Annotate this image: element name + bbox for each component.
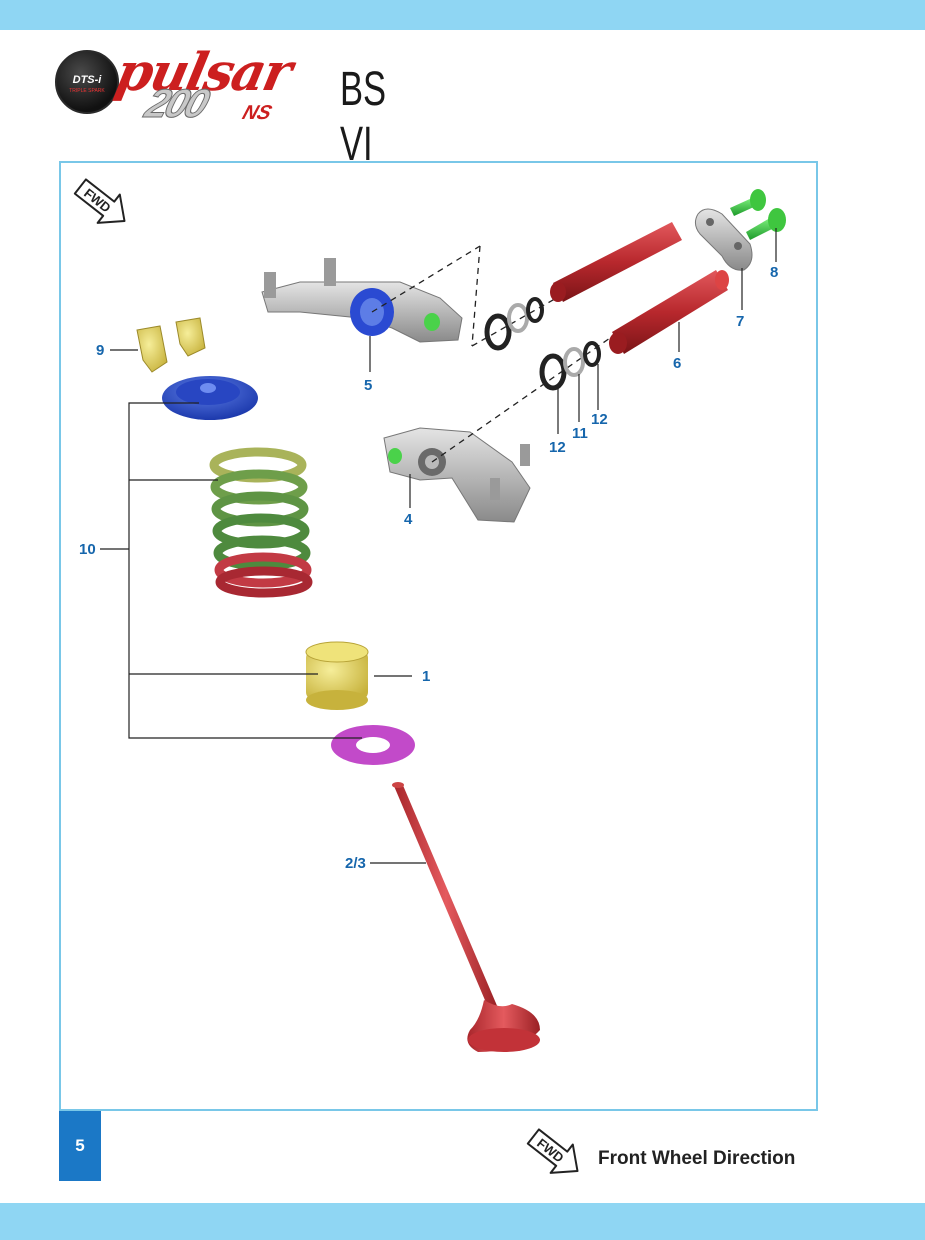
valve-tappet	[305, 641, 369, 710]
fwd-legend-text: Front Wheel Direction	[598, 1148, 796, 1169]
badge-subtext: TRIPLE SPARK	[69, 88, 105, 94]
callout-1: 1	[422, 668, 431, 685]
leader-lines	[100, 228, 777, 864]
callout-12-outer: 12	[549, 439, 566, 456]
callout-6: 6	[673, 355, 682, 372]
rocker-shaft-upper	[550, 222, 682, 302]
diagram-frame	[59, 161, 818, 1111]
shaft-washers-upper	[484, 297, 544, 351]
callout-8: 8	[770, 264, 779, 281]
brand-logo: DTS-i TRIPLE SPARK pulsar 200 NS BS VI	[55, 42, 435, 171]
valve-cotters	[136, 317, 206, 373]
top-band	[0, 0, 925, 30]
valve	[392, 782, 540, 1052]
rocker-shaft-lower	[609, 270, 729, 354]
bottom-band	[0, 1203, 925, 1240]
callout-9: 9	[96, 342, 105, 359]
rocker-arm-lower	[383, 427, 531, 523]
badge-text: DTS-i	[72, 74, 102, 86]
callout-12-inner: 12	[591, 411, 608, 428]
callout-10: 10	[79, 541, 96, 558]
callout-4: 4	[404, 511, 413, 528]
plate-bolts	[730, 189, 786, 240]
valve-spring	[209, 447, 313, 598]
fwd-arrow-icon: FWD	[73, 178, 126, 224]
spring-seat-washer	[331, 725, 415, 765]
fwd-legend-icon: FWD	[526, 1128, 579, 1174]
callout-11: 11	[572, 425, 588, 442]
dtsi-badge: DTS-i TRIPLE SPARK	[55, 50, 119, 114]
retaining-plate	[694, 208, 753, 271]
rocker-arm-upper	[261, 258, 463, 343]
spring-retainer-cap	[162, 376, 258, 420]
callout-2-3: 2/3	[345, 855, 366, 872]
callout-7: 7	[736, 313, 745, 330]
page-number: 5	[59, 1111, 101, 1181]
shaft-washers-lower	[539, 341, 601, 391]
callout-5: 5	[364, 377, 373, 394]
